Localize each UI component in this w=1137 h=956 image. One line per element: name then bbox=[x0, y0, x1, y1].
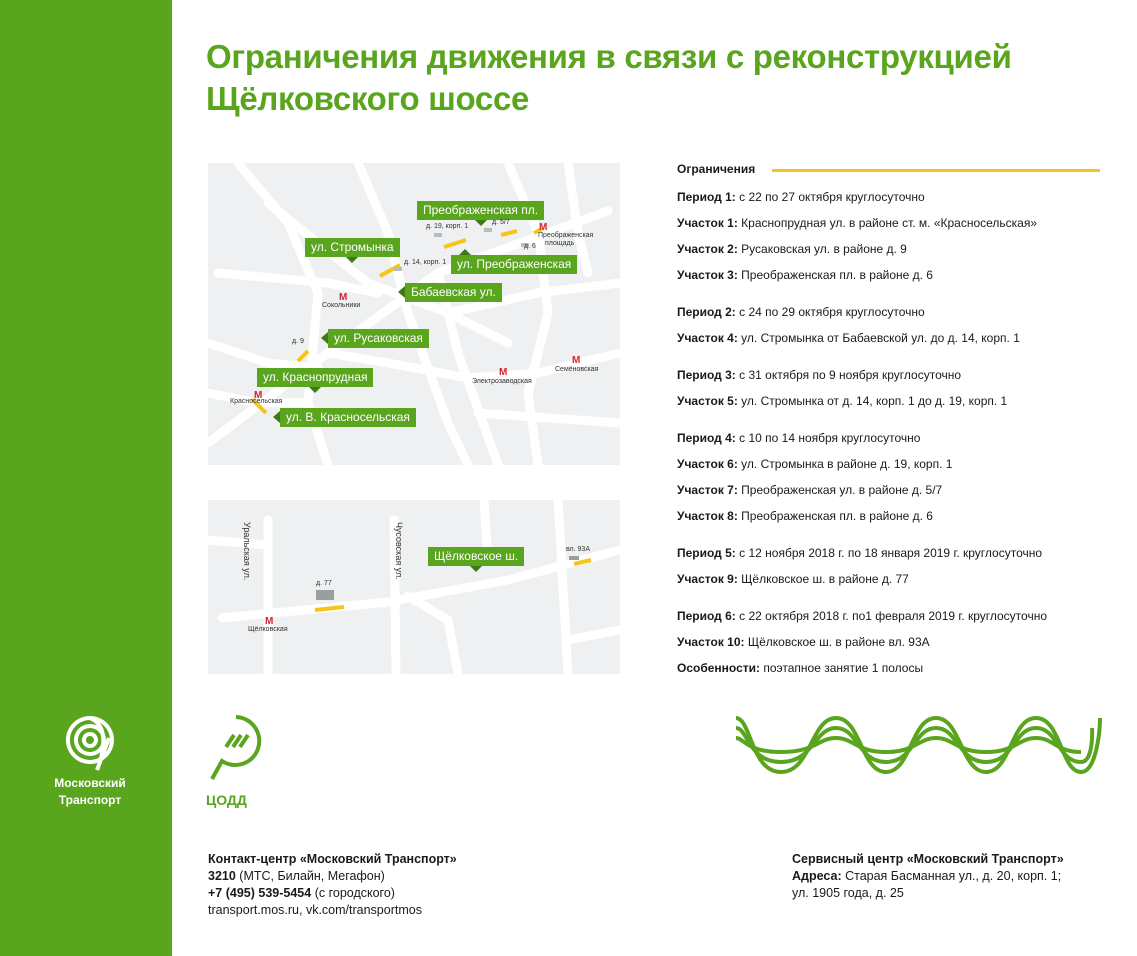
restriction-row: Участок 1: Краснопрудная ул. в районе ст… bbox=[677, 216, 1038, 230]
section-10 bbox=[573, 558, 592, 566]
section-2 bbox=[296, 349, 310, 363]
restriction-row: Участок 6: ул. Стромынка в районе д. 19,… bbox=[677, 457, 953, 471]
restriction-row: Период 4: с 10 по 14 ноября круглосуточн… bbox=[677, 431, 921, 445]
contact-long-phone: +7 (495) 539-5454 (с городского) bbox=[208, 886, 395, 900]
codd-pin-icon bbox=[210, 715, 262, 780]
restriction-row: Участок 2: Русаковская ул. в районе д. 9 bbox=[677, 242, 907, 256]
section-8 bbox=[533, 227, 543, 235]
service-center: Сервисный центр «Московский Транспорт» А… bbox=[792, 851, 1064, 902]
service-center-title: Сервисный центр «Московский Транспорт» bbox=[792, 852, 1064, 866]
wave-pattern bbox=[736, 715, 1102, 775]
map-preobrazhenskaya: Преображенская пл. ул. Стромынка ул. Пре… bbox=[208, 163, 620, 465]
map-schelkovskoe: М Щёлковское ш. Уральская ул. Чусовская … bbox=[208, 500, 620, 674]
map2-roads: М bbox=[208, 500, 620, 674]
brand-name-line2: Транспорт bbox=[58, 793, 122, 807]
label-preobr-ploshad-2: площадь bbox=[545, 240, 575, 247]
sidebar: Московский Транспорт bbox=[0, 0, 172, 956]
tag-preobrazhenskaya: ул. Преображенская bbox=[451, 249, 578, 274]
label-d6: д. 6 bbox=[524, 243, 536, 250]
tag-krasnoprudnaya: ул. Краснопрудная bbox=[257, 368, 374, 393]
section-7 bbox=[500, 229, 518, 237]
contact-center: Контакт-центр «Московский Транспорт» 321… bbox=[208, 851, 457, 919]
heading-underline bbox=[772, 169, 1100, 172]
restriction-row: Период 3: с 31 октября по 9 ноября кругл… bbox=[677, 368, 962, 382]
metro-krasnoselskaya: Красносельская bbox=[230, 398, 283, 405]
label-d57: д. 5/7 bbox=[492, 219, 510, 226]
restriction-row: Участок 4: ул. Стромынка от Бабаевской у… bbox=[677, 331, 1020, 345]
tag-schelkovskoe: Щёлковское ш. bbox=[428, 547, 525, 572]
label-d77: д. 77 bbox=[316, 580, 332, 587]
label-d9: д. 9 bbox=[292, 338, 304, 345]
restriction-row: Период 1: с 22 по 27 октября круглосуточ… bbox=[677, 190, 925, 204]
page-title-line2: Щёлковского шоссе bbox=[206, 80, 530, 117]
section-9 bbox=[314, 605, 345, 612]
street-uralskaya: Уральская ул. bbox=[242, 522, 252, 581]
page-title: Ограничения движения в связи с реконстру… bbox=[206, 36, 1126, 120]
contact-center-title: Контакт-центр «Московский Транспорт» bbox=[208, 852, 457, 866]
tag-rusakovskaya: ул. Русаковская bbox=[321, 329, 429, 348]
service-address-line2: ул. 1905 года, д. 25 bbox=[792, 886, 904, 900]
label-d14: д. 14, корп. 1 bbox=[404, 259, 447, 266]
section-5 bbox=[443, 238, 467, 249]
restriction-row: Участок 10: Щёлковское ш. в районе вл. 9… bbox=[677, 635, 930, 649]
transport-nine-icon bbox=[65, 716, 114, 771]
label-vl93a: вл. 93А bbox=[566, 546, 590, 553]
contact-short-phone: 3210 (МТС, Билайн, Мегафон) bbox=[208, 869, 385, 883]
codd-label: ЦОДД bbox=[206, 792, 247, 808]
page-title-line1: Ограничения движения в связи с реконстру… bbox=[206, 38, 1012, 75]
restriction-row: Период 6: с 22 октября 2018 г. по1 февра… bbox=[677, 609, 1047, 623]
restrictions-list: Период 1: с 22 по 27 октября круглосуточ… bbox=[677, 188, 1117, 685]
tag-v-krasnoselskaya: ул. В. Красносельская bbox=[273, 408, 416, 427]
restriction-row: Период 5: с 12 ноября 2018 г. по 18 янва… bbox=[677, 546, 1043, 560]
restriction-row: Участок 9: Щёлковское ш. в районе д. 77 bbox=[677, 572, 909, 586]
metro-elektrozavodskaya: Электрозаводская bbox=[472, 378, 532, 385]
street-chusovskaya: Чусовская ул. bbox=[394, 522, 404, 580]
metro-semenovskaya: Семёновская bbox=[555, 366, 599, 373]
restriction-row: Участок 3: Преображенская пл. в районе д… bbox=[677, 268, 933, 282]
codd-logo: ЦОДД bbox=[206, 713, 276, 808]
section-4 bbox=[379, 263, 401, 278]
label-d19: д. 19, корп. 1 bbox=[426, 223, 469, 230]
moscow-transport-logo: Московский Транспорт bbox=[40, 712, 140, 808]
metro-sokolniki: Сокольники bbox=[322, 302, 361, 309]
metro-schelkovskaya: Щёлковская bbox=[248, 626, 288, 633]
label-preobr-ploshad-1: Преображенская bbox=[538, 232, 594, 239]
restriction-row: Участок 5: ул. Стромынка от д. 14, корп.… bbox=[677, 394, 1008, 408]
restriction-row: Участок 7: Преображенская ул. в районе д… bbox=[677, 483, 943, 497]
metro-icon: М bbox=[265, 616, 273, 627]
restriction-row: Период 2: с 24 по 29 октября круглосуточ… bbox=[677, 305, 925, 319]
contact-links[interactable]: transport.mos.ru, vk.com/transportmos bbox=[208, 903, 422, 917]
tag-babaevskaya: Бабаевская ул. bbox=[398, 283, 502, 302]
restrictions-heading: Ограничения bbox=[677, 162, 756, 176]
restriction-row: Особенности: поэтапное занятие 1 полосы bbox=[677, 661, 924, 675]
tag-preobr-pl: Преображенская пл. bbox=[417, 201, 545, 226]
tag-stromynka: ул. Стромынка bbox=[305, 238, 400, 263]
restriction-row: Участок 8: Преображенская пл. в районе д… bbox=[677, 509, 933, 523]
section-1 bbox=[250, 397, 268, 415]
service-address-line1: Адреса: Старая Басманная ул., д. 20, кор… bbox=[792, 869, 1062, 883]
brand-name-line1: Московский bbox=[54, 776, 126, 790]
